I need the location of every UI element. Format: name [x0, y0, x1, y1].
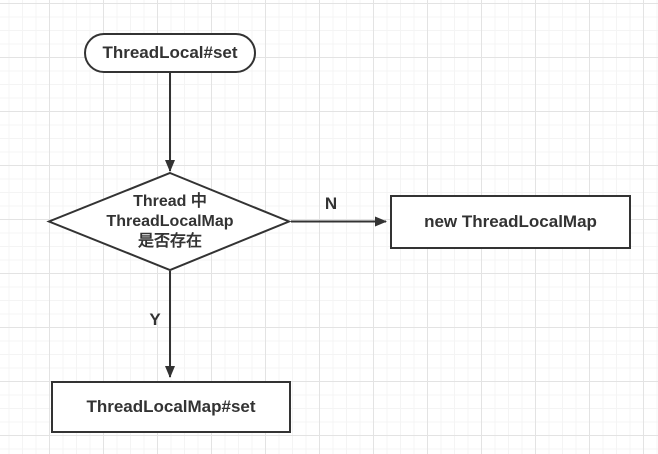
node-map-set-label: ThreadLocalMap#set	[86, 397, 256, 416]
node-map-set: ThreadLocalMap#set	[51, 381, 291, 433]
node-start: ThreadLocal#set	[84, 33, 256, 73]
node-decision-label: Thread 中 ThreadLocalMap 是否存在	[80, 191, 260, 252]
node-new-map-label: new ThreadLocalMap	[424, 212, 597, 231]
node-start-label: ThreadLocal#set	[102, 43, 238, 62]
decision-line-2: ThreadLocalMap	[106, 212, 234, 230]
edge-label-n: N	[324, 194, 338, 213]
decision-line-3: 是否存在	[137, 232, 202, 250]
edge-label-y: Y	[149, 310, 161, 329]
node-new-map: new ThreadLocalMap	[390, 195, 631, 249]
decision-diamond-shape	[46, 171, 292, 272]
decision-line-1: Thread 中	[133, 192, 207, 210]
